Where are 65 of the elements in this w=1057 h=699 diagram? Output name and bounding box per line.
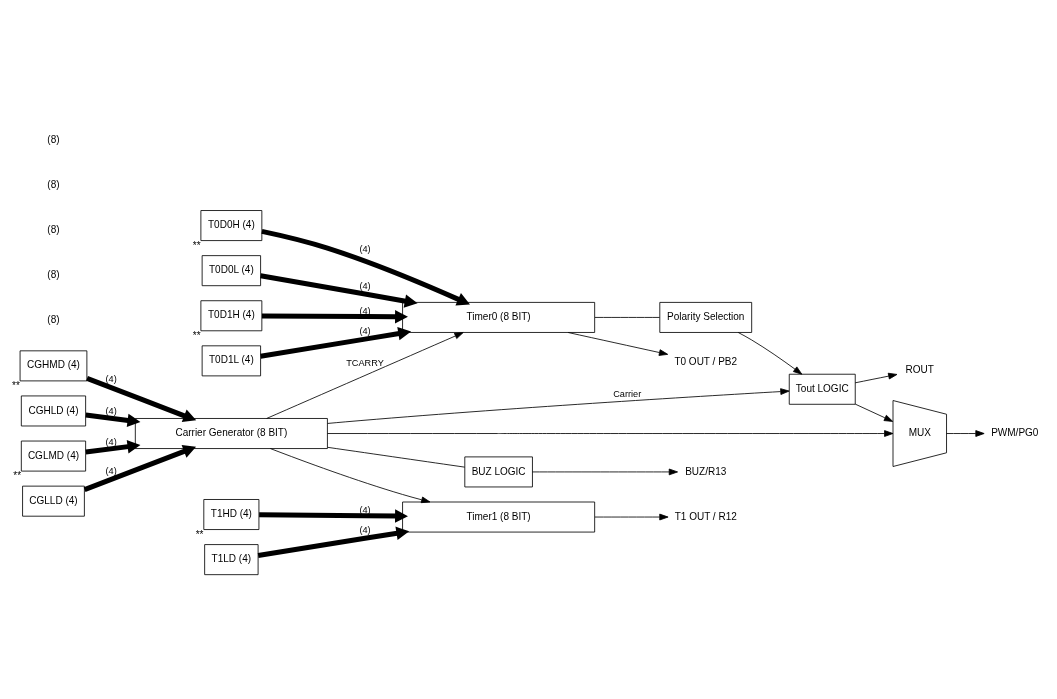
node-box: Polarity Selection: [659, 301, 753, 333]
edge-label: (4): [105, 436, 117, 447]
arrow: [594, 513, 669, 520]
edge-label: (4): [359, 280, 371, 291]
arrow: [260, 272, 418, 308]
node-text: T1 OUT / R12: [674, 510, 737, 522]
node-box: CGHMD (4): [19, 349, 88, 381]
arrow: [854, 372, 898, 383]
node-text: T0 OUT / PB2: [674, 355, 738, 367]
node-label: **: [13, 469, 22, 481]
label: (8): [47, 133, 60, 145]
node-box: T1HD (4): [203, 498, 260, 530]
arrow: [266, 331, 464, 419]
arrow: [327, 429, 894, 437]
arrow: [83, 444, 197, 492]
connector: [594, 316, 660, 318]
node-text: PWM/PG0: [991, 426, 1039, 438]
label: (8): [47, 223, 60, 235]
arrow: [261, 228, 470, 305]
arrow: [737, 331, 803, 375]
label: (8): [47, 178, 60, 190]
node-box: T0D0L (4): [201, 254, 262, 286]
edge-label: (4): [359, 325, 371, 336]
node-label: **: [195, 528, 204, 540]
node-text: ROUT: [905, 363, 934, 375]
node-box: CGHLD (4): [20, 395, 87, 426]
label: (8): [47, 268, 60, 280]
node-box: CGLLD (4): [22, 485, 85, 517]
node-box: MUX: [892, 399, 947, 467]
node-box: T0D0H (4): [200, 209, 263, 241]
arrow: [86, 375, 197, 422]
arrow: [532, 468, 678, 475]
node-box: BUZ LOGIC: [464, 455, 533, 487]
edge-label: (4): [105, 373, 117, 384]
connector: [327, 446, 466, 468]
edge-label: TCARRY: [346, 357, 384, 368]
arrow: [567, 331, 669, 356]
node-box: Carrier Generator (8 BIT): [134, 417, 328, 449]
node-text: BUZ/R13: [685, 465, 727, 477]
node-box: CGLMD (4): [20, 440, 87, 472]
edge-label: (4): [359, 524, 371, 535]
arrow: [946, 429, 985, 437]
arrow: [85, 439, 141, 454]
arrow: [260, 326, 412, 359]
label: (8): [47, 313, 60, 325]
arrow: [257, 526, 410, 558]
node-label: **: [12, 379, 20, 391]
edge-label: (4): [105, 465, 117, 476]
edge-label: (4): [359, 243, 371, 254]
node-box: T1LD (4): [204, 543, 259, 575]
node-box: T0D1H (4): [200, 299, 263, 331]
node-box: T0D1L (4): [201, 344, 262, 376]
arrow: [85, 412, 141, 427]
node-label: **: [192, 329, 201, 341]
node-box: Tout LOGIC: [788, 373, 856, 405]
arrow: [259, 508, 408, 523]
arrow: [854, 403, 894, 422]
node-label: **: [192, 239, 201, 251]
node-box: Timer1 (8 BIT): [402, 501, 596, 532]
arrow: [261, 309, 408, 324]
arrow: [269, 447, 431, 503]
node-box: Timer0 (8 BIT): [402, 301, 596, 333]
edge-label: Carrier: [613, 388, 642, 399]
edge-label: (4): [105, 405, 117, 416]
arrow: [327, 387, 790, 424]
